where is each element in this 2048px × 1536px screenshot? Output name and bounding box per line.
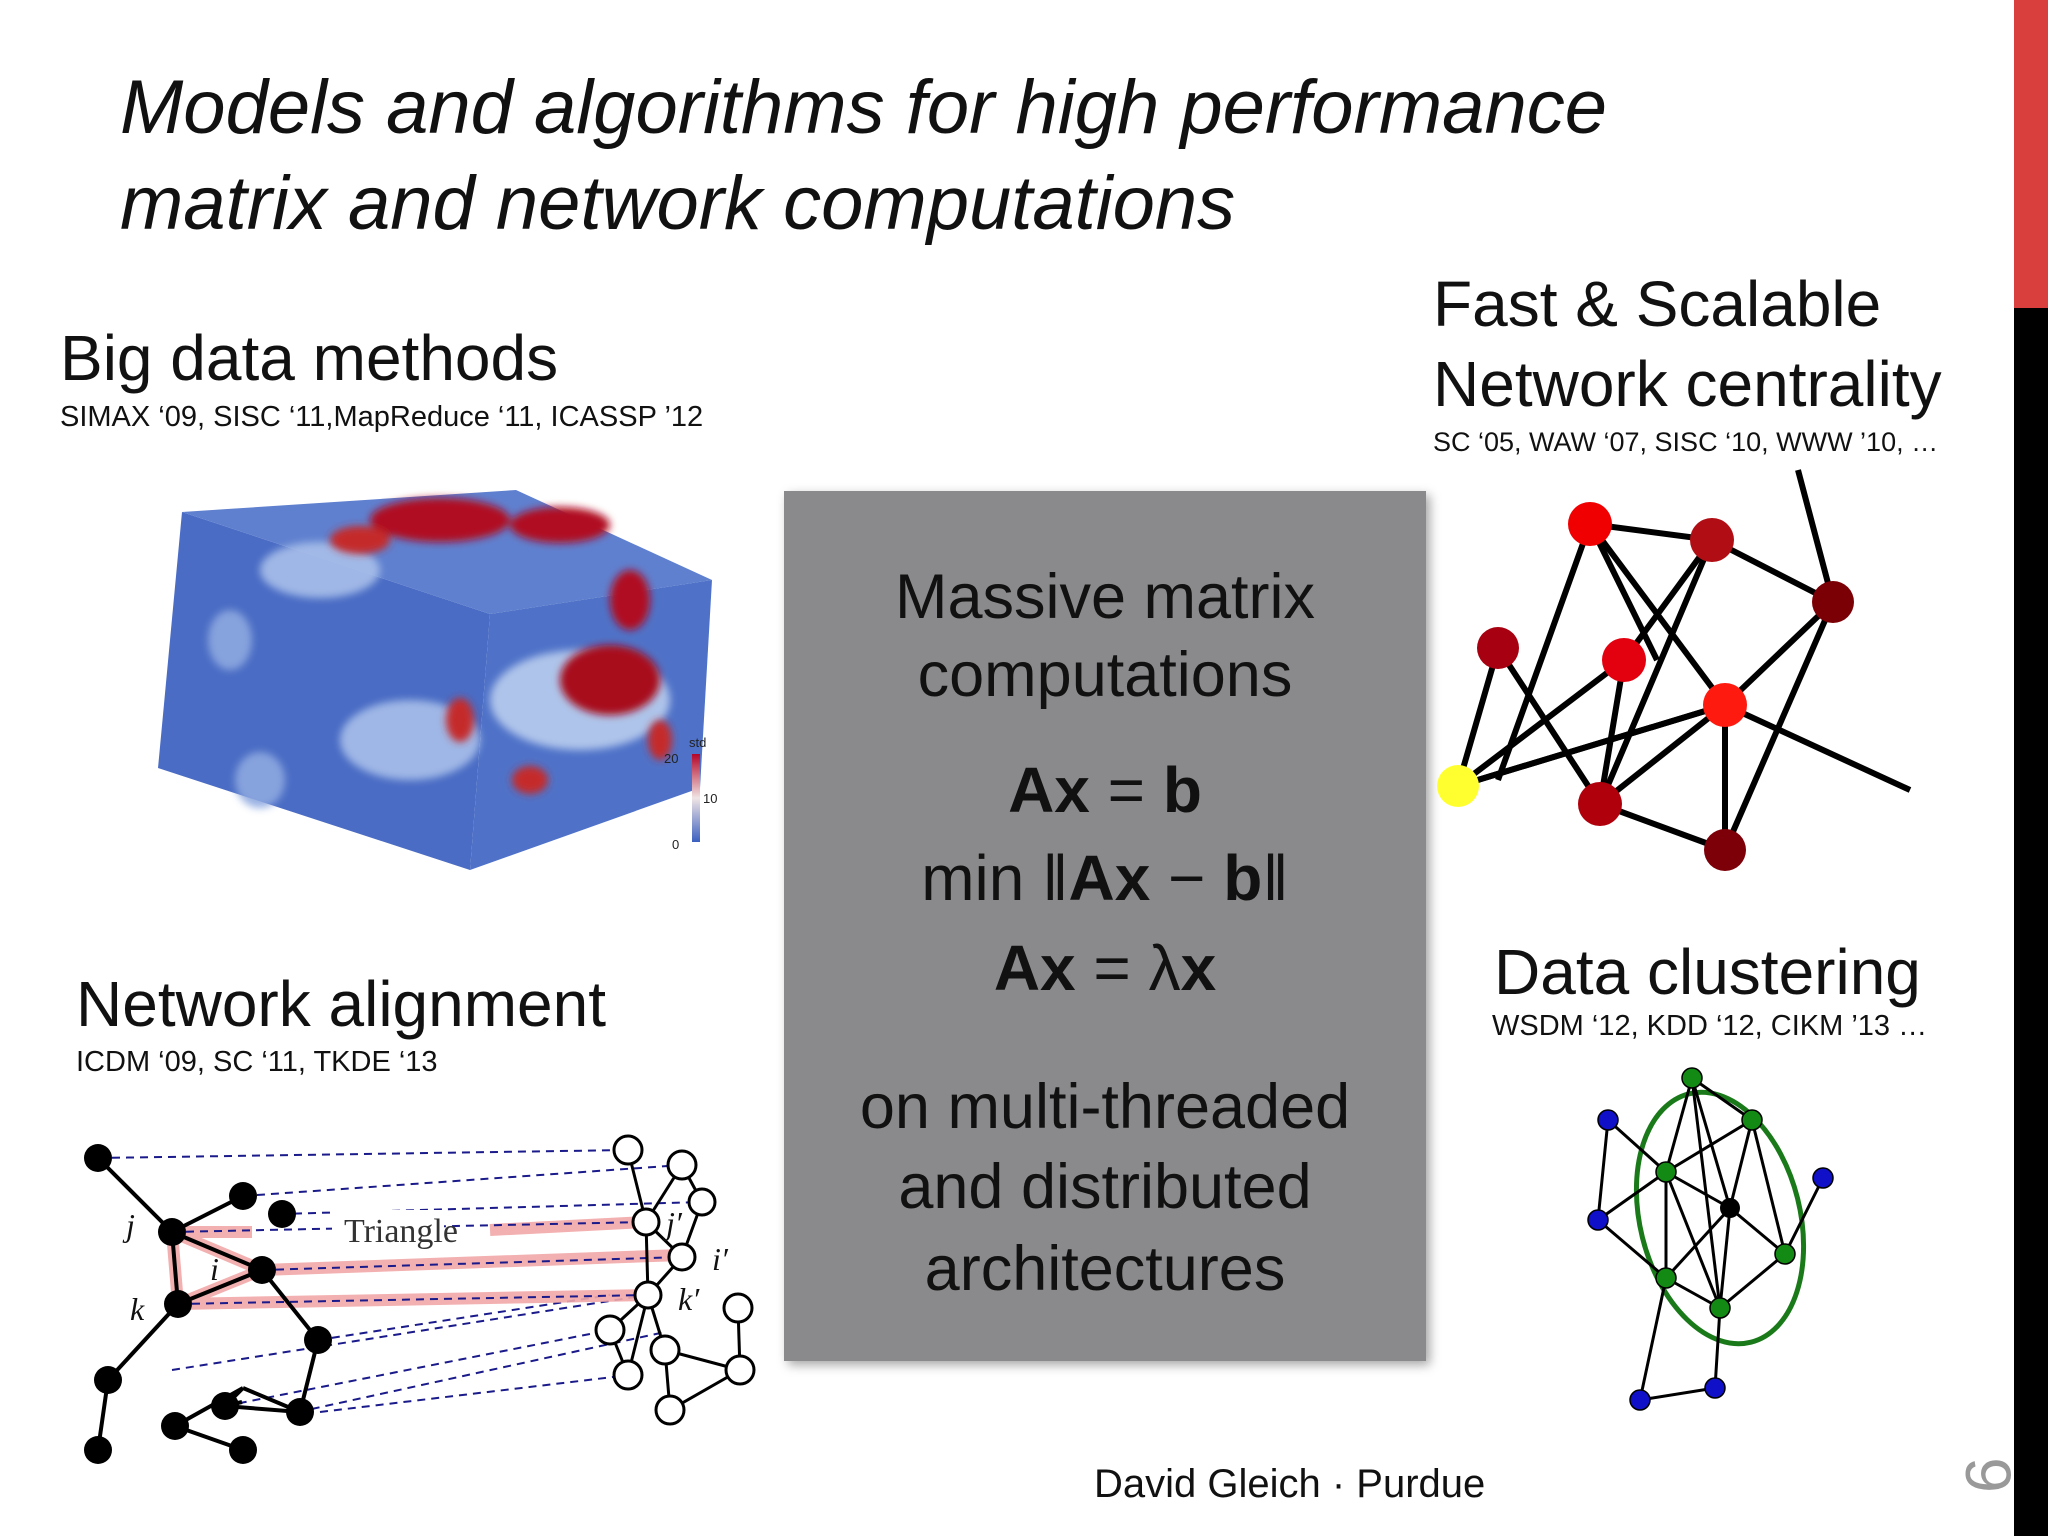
eq2-a: Ax bbox=[1068, 842, 1151, 914]
eq1-rhs: b bbox=[1162, 754, 1202, 826]
colorbar-tick-10: 10 bbox=[703, 791, 717, 806]
centrality-heading-1: Fast & Scalable bbox=[1433, 268, 1882, 340]
label-i: i bbox=[210, 1251, 219, 1287]
clustering-citations: WSDM ‘12, KDD ‘12, CIKM ’13 … bbox=[1492, 1010, 1928, 1042]
equation-least-squares: min ‖Ax − b‖ bbox=[784, 841, 1426, 915]
eq1-mid: = bbox=[1089, 754, 1163, 826]
alignment-citations: ICDM ‘09, SC ‘11, TKDE ‘13 bbox=[76, 1046, 438, 1078]
label-i-prime: i′ bbox=[712, 1241, 729, 1277]
center-bottom-2: and distributed bbox=[898, 1152, 1312, 1222]
eq3-mid: = λ bbox=[1075, 932, 1181, 1004]
accent-bar-black bbox=[2014, 308, 2048, 1536]
slide-title: Models and algorithms for high performan… bbox=[120, 60, 1607, 252]
triangle-label: Triangle bbox=[344, 1213, 458, 1250]
eq3-rhs: x bbox=[1180, 932, 1217, 1004]
footer-author: David Gleich · Purdue bbox=[1094, 1462, 1486, 1506]
accent-bar-red bbox=[2014, 0, 2048, 308]
center-line-2: computations bbox=[917, 640, 1293, 710]
label-j: j bbox=[122, 1207, 135, 1243]
label-j-prime: j′ bbox=[662, 1205, 683, 1241]
equation-eigen: Ax = λx bbox=[784, 931, 1426, 1005]
page-number: 9 bbox=[1952, 1457, 2024, 1493]
centrality-citations: SC ‘05, WAW ‘07, SISC ‘10, WWW ’10, … bbox=[1433, 427, 1939, 457]
eq2-b: b bbox=[1223, 842, 1263, 914]
centrality-heading-2: Network centrality bbox=[1433, 348, 1942, 420]
label-k-prime: k′ bbox=[678, 1281, 700, 1317]
center-line-1: Massive matrix bbox=[894, 562, 1316, 632]
title-line-2: matrix and network computations bbox=[120, 161, 1236, 246]
label-k: k bbox=[130, 1291, 145, 1327]
big-data-heading: Big data methods bbox=[60, 322, 559, 394]
center-bottom-1: on multi-threaded bbox=[859, 1072, 1351, 1142]
eq2-pre: min ‖ bbox=[921, 842, 1069, 914]
eq2-post: ‖ bbox=[1262, 842, 1289, 914]
center-box: Massive matrix computations Ax = b min ‖… bbox=[784, 491, 1426, 1361]
eq3-lhs: Ax bbox=[993, 932, 1076, 1004]
alignment-heading: Network alignment bbox=[76, 968, 606, 1040]
centrality-network-figure bbox=[1437, 469, 1912, 871]
eq1-lhs: Ax bbox=[1008, 754, 1090, 826]
center-bottom-3: architectures bbox=[924, 1234, 1286, 1304]
big-data-citations: SIMAX ‘09, SISC ‘11,MapReduce ‘11, ICASS… bbox=[60, 401, 704, 433]
colorbar-tick-0: 0 bbox=[672, 837, 679, 852]
big-data-volume-figure: std 20 10 0 bbox=[158, 490, 717, 870]
colorbar-tick-20: 20 bbox=[664, 751, 678, 766]
colorbar-label: std bbox=[689, 735, 706, 750]
eq2-minus: − bbox=[1150, 842, 1224, 914]
title-line-1: Models and algorithms for high performan… bbox=[120, 65, 1607, 150]
clustering-heading: Data clustering bbox=[1494, 936, 1921, 1008]
equation-linear-system: Ax = b bbox=[784, 753, 1426, 827]
clustering-figure bbox=[1587, 1067, 1834, 1411]
alignment-figure: Triangle j i k j′ i′ k′ bbox=[84, 1134, 756, 1464]
